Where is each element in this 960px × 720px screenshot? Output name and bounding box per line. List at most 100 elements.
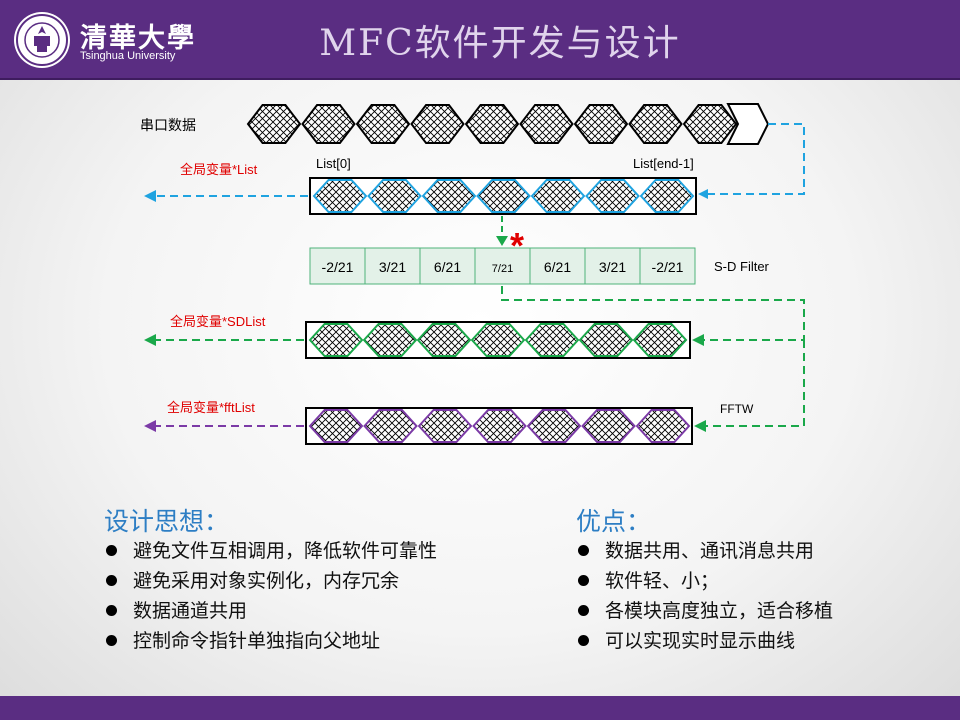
design-list: 避免文件互相调用，降低软件可靠性避免采用对象实例化，内存冗余数据通道共用控制命令… [106, 536, 437, 656]
list-hex [585, 179, 640, 213]
sd-filter-label: S-D Filter [714, 259, 770, 274]
list-hex [421, 179, 477, 213]
sdlist-hexes [308, 323, 688, 357]
serial-data-hex [519, 104, 574, 144]
bullet-dot-icon [578, 545, 589, 556]
list-hex [530, 179, 586, 213]
bullet-dot-icon [106, 635, 117, 646]
sdlist-input-arrowhead [692, 334, 704, 346]
bullet-dot-icon [106, 605, 117, 616]
fftlist-hexes [308, 409, 691, 443]
slide-title: MFC软件开发与设计 [319, 23, 681, 64]
bullet-text: 数据共用、通讯消息共用 [605, 540, 815, 562]
star-marker: * [510, 225, 524, 266]
sdlist-hex [362, 323, 418, 357]
fftlist-hex [526, 409, 582, 443]
fftlist-hex [472, 409, 527, 443]
bullet-dot-icon [578, 635, 589, 646]
serial-stream-end-hex [726, 103, 770, 145]
fftlist-hex [308, 409, 364, 443]
filter-coefficient: 3/21 [599, 259, 626, 275]
bullet-item: 避免采用对象实例化，内存冗余 [106, 566, 437, 596]
advantages-section-title: 优点： [576, 507, 652, 536]
header-bar [0, 0, 960, 78]
filter-cell [584, 247, 641, 285]
list-hexes [312, 179, 695, 213]
bullet-item: 各模块高度独立，适合移植 [578, 596, 833, 626]
filter-cell [639, 247, 696, 285]
serial-data-stream [246, 104, 738, 144]
serial-data-hex [464, 104, 520, 144]
list-input-arrowhead [698, 189, 708, 199]
university-logo: 清華大學 Tsinghua University [12, 10, 194, 70]
bullet-dot-icon [106, 575, 117, 586]
bullet-item: 可以实现实时显示曲线 [578, 626, 833, 656]
serial-data-hex [573, 104, 629, 144]
serial-data-hex [301, 104, 356, 144]
sdlist-label: 全局变量*SDList [170, 314, 266, 329]
filter-cell [309, 247, 366, 285]
list-hex [367, 179, 422, 213]
serial-data-hex [682, 104, 738, 144]
sdlist-output-arrowhead [144, 334, 156, 346]
fft-input-arrowhead [694, 420, 706, 432]
bullet-dot-icon [578, 575, 589, 586]
logo-chinese-text: 清華大學 [80, 23, 196, 54]
sdlist-hex [632, 323, 688, 357]
bullet-item: 控制命令指针单独指向父地址 [106, 626, 437, 656]
sdlist-hex [470, 323, 526, 357]
bullet-text: 可以实现实时显示曲线 [605, 630, 796, 652]
list-start-label: List[0] [316, 156, 351, 171]
list-end-label: List[end-1] [633, 156, 694, 171]
serial-data-hex [355, 104, 411, 144]
sdlist-hex [308, 323, 364, 357]
bullet-text: 避免文件互相调用，降低软件可靠性 [133, 540, 438, 562]
fftlist-output-arrowhead [144, 420, 156, 432]
bullet-item: 数据共用、通讯消息共用 [578, 536, 833, 566]
seal-icon [14, 12, 70, 68]
filter-coefficient: 7/21 [492, 263, 513, 275]
list-hex [312, 179, 368, 213]
serial-to-list-line [700, 123, 805, 195]
bullet-text: 各模块高度独立，适合移植 [605, 600, 834, 622]
fftlist-hex [417, 409, 473, 443]
filter-cell [474, 247, 531, 285]
sdlist-hex [416, 323, 472, 357]
header-rule [0, 78, 960, 80]
bullet-dot-icon [106, 545, 117, 556]
fftw-label: FFTW [720, 402, 754, 416]
fftlist-hex [363, 409, 418, 443]
serial-data-hex [410, 104, 465, 144]
fftlist-label: 全局变量*fftList [167, 400, 255, 415]
sdlist-to-fft-line [700, 340, 805, 427]
filter-coefficient: 3/21 [379, 259, 406, 275]
bullet-item: 数据通道共用 [106, 596, 437, 626]
sdlist-hex [578, 323, 634, 357]
bullet-text: 数据通道共用 [133, 600, 248, 622]
fftlist-hex [581, 409, 636, 443]
bullet-item: 软件轻、小； [578, 566, 833, 596]
footer-bar [0, 696, 960, 720]
bullet-text: 控制命令指针单独指向父地址 [133, 630, 381, 652]
bullet-text: 软件轻、小； [605, 570, 720, 592]
filter-coefficient: 6/21 [544, 259, 571, 275]
sdlist-hex [524, 323, 580, 357]
list-output-arrowhead [144, 190, 156, 202]
filter-coefficient: -2/21 [322, 259, 354, 275]
serial-data-label: 串口数据 [140, 117, 196, 133]
list-label: 全局变量*List [180, 162, 258, 177]
filter-coefficient: 6/21 [434, 259, 461, 275]
list-hex [476, 179, 531, 213]
filter-cell [364, 247, 421, 285]
serial-data-hex [628, 104, 683, 144]
design-section-title: 设计思想： [104, 507, 230, 536]
advantages-list: 数据共用、通讯消息共用软件轻、小； 各模块高度独立，适合移植可以实现实时显示曲线 [578, 536, 833, 656]
bullet-item: 避免文件互相调用，降低软件可靠性 [106, 536, 437, 566]
filter-to-sdlist-line [501, 286, 805, 341]
logo-english-text: Tsinghua University [80, 50, 176, 62]
bullet-dot-icon [578, 605, 589, 616]
filter-input-arrowhead [496, 236, 508, 246]
list-hex [639, 179, 695, 213]
